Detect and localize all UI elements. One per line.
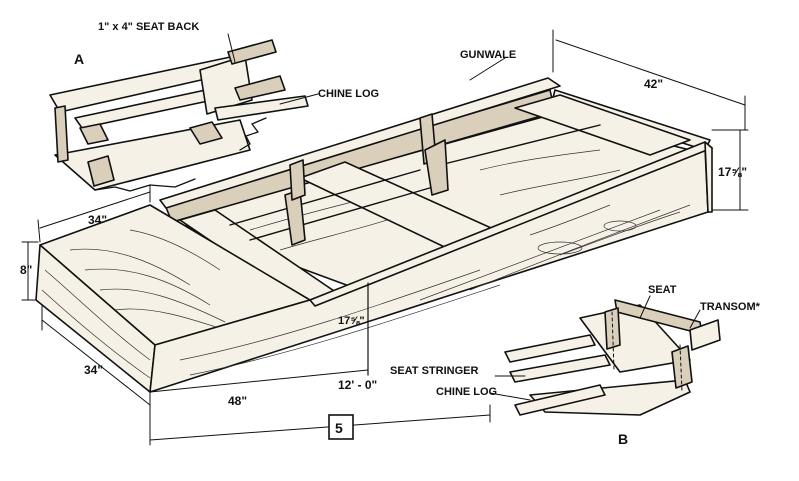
bow-board-grain [41, 269, 151, 379]
label-mid-height: 17⅝" [338, 315, 365, 327]
label-figure-number: 5 [335, 420, 343, 436]
label-detail-b: B [618, 431, 628, 447]
stern-seat [514, 94, 691, 156]
detail-b-post2 [671, 345, 693, 389]
label-seat-stringer: SEAT STRINGER [390, 365, 478, 377]
gunwale-far [159, 77, 561, 209]
label-stern-width: 42" [644, 77, 663, 91]
label-bottom-width: 48" [228, 394, 247, 408]
label-gunwale: GUNWALE [460, 49, 516, 61]
transom-outer [704, 141, 713, 213]
label-chine-log-b: CHINE LOG [436, 386, 497, 398]
detail-b-chine [514, 384, 606, 416]
label-seat: SEAT [648, 284, 677, 296]
label-bow-deck-length: 34" [88, 213, 107, 227]
detail-a [49, 39, 309, 192]
detail-b [504, 299, 721, 416]
label-overall-length: 12' - 0" [338, 378, 377, 392]
labels: A 1" x 4" SEAT BACK CHINE LOG GUNWALE 42… [20, 21, 761, 447]
detail-b-stringer1 [504, 334, 596, 363]
figure-number-box [328, 414, 354, 440]
detail-b-post [604, 307, 621, 350]
label-stern-height: 17⅝" [718, 165, 747, 179]
detail-b-transom-block [689, 319, 721, 351]
detail-a-rail [234, 75, 286, 101]
detail-a-block3 [87, 155, 115, 187]
detail-a-block2 [189, 121, 223, 145]
side-panel-grain [179, 204, 691, 376]
label-bow-height: 8" [20, 263, 32, 277]
detail-a-block1 [79, 123, 109, 145]
label-seat-back: 1" x 4" SEAT BACK [98, 21, 199, 33]
seat-brackets [284, 113, 449, 246]
seat-stringers [229, 124, 601, 241]
label-transom: TRANSOM* [700, 301, 761, 313]
label-chine-log-a: CHINE LOG [318, 88, 379, 100]
dimension-lines [21, 29, 749, 446]
detail-b-stringer2 [509, 354, 611, 383]
main-boat [35, 77, 713, 393]
detail-a-post [54, 105, 69, 163]
label-detail-a: A [74, 51, 84, 67]
label-bow-width: 34" [84, 363, 103, 377]
detail-a-seat-back-top [227, 39, 277, 65]
detail-a-chine-log [214, 95, 309, 121]
